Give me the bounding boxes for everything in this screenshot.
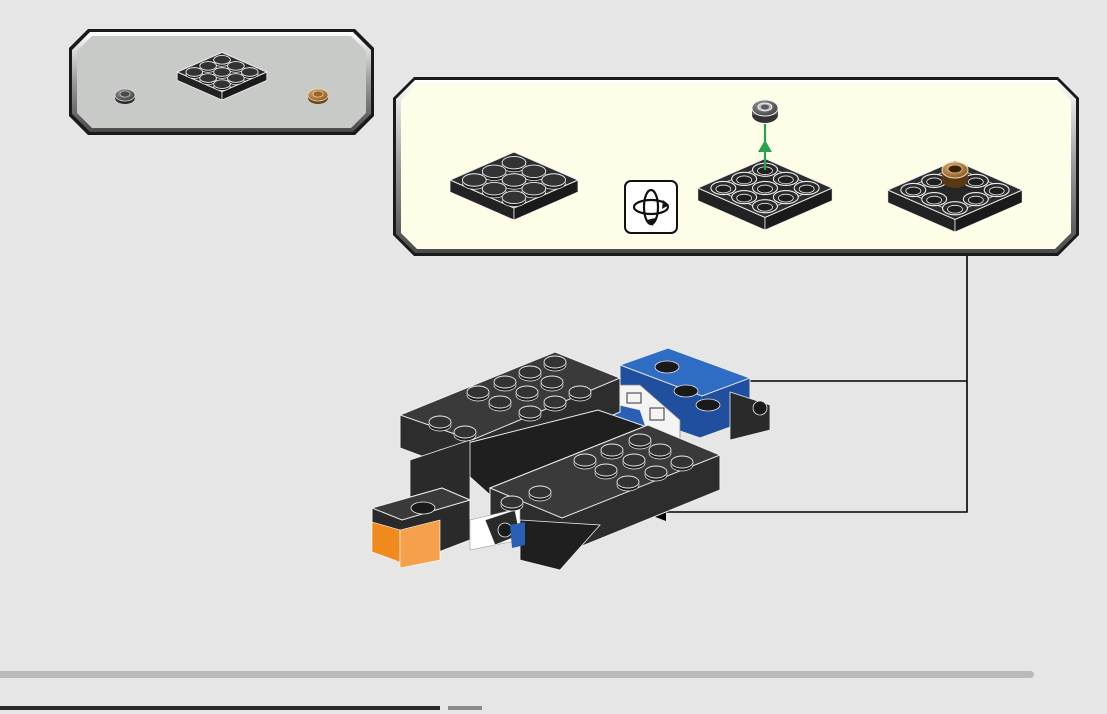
main-assembly <box>372 348 770 570</box>
page-bottom-strip <box>0 706 440 710</box>
placed-round-plate-tan <box>942 162 968 188</box>
page-footer-rule <box>0 671 1034 678</box>
page-bottom-strip-secondary <box>448 706 482 710</box>
part-round-plate-tan <box>308 89 328 104</box>
insertion-round-plate <box>752 100 778 123</box>
rotate-model-icon <box>625 181 677 233</box>
part-round-plate-gray <box>115 89 135 104</box>
